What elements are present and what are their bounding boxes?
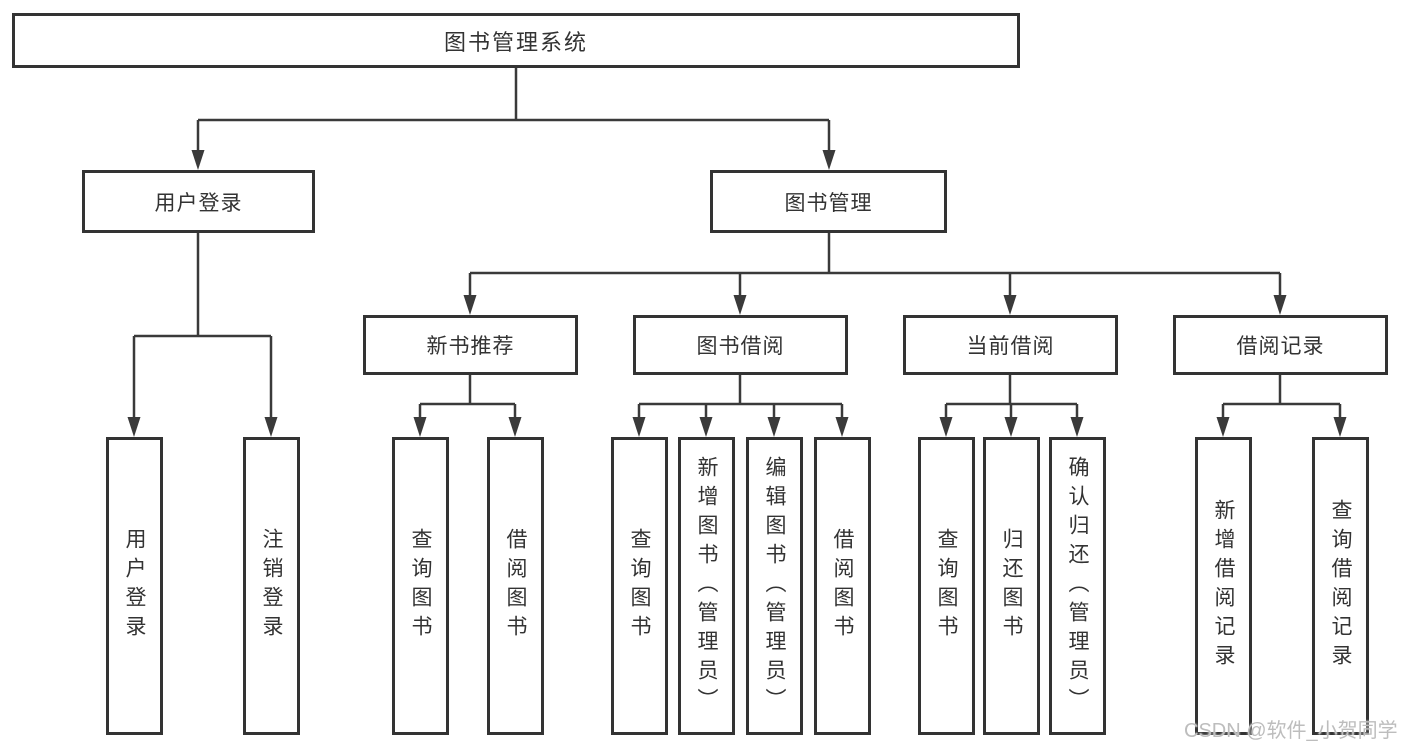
leaf-query-books-borrow: 查询图书 [611,437,668,735]
arrow-icon [191,150,205,170]
arrow-icon [632,417,646,437]
arrow-icon [1003,295,1017,315]
node-label: 查询图书 [409,528,432,644]
node-label: 借阅记录 [1236,335,1325,358]
arrow-icon [1216,417,1230,437]
arrow-icon [767,417,781,437]
arrow-icon [835,417,849,437]
csdn-watermark: CSDN @软件_小贺同学 [1184,720,1398,742]
node-book-borrow: 图书借阅 [633,315,848,375]
node-user-login: 用户登录 [82,170,315,233]
node-label: 图书借阅 [696,335,785,358]
node-label: 确认归还（管理员） [1066,455,1089,717]
arrow-icon [1273,295,1287,315]
node-current-borrow: 当前借阅 [903,315,1118,375]
arrow-icon [413,417,427,437]
leaf-return-books: 归还图书 [983,437,1040,735]
leaf-query-borrow-record: 查询借阅记录 [1312,437,1369,735]
node-borrow-records: 借阅记录 [1173,315,1388,375]
node-label: 当前借阅 [966,335,1055,358]
leaf-query-books-current: 查询图书 [918,437,975,735]
leaf-logout: 注销登录 [243,437,300,735]
arrow-icon [463,295,477,315]
node-label: 编辑图书（管理员） [763,455,786,717]
leaf-add-borrow-record: 新增借阅记录 [1195,437,1252,735]
node-label: 用户登录 [154,191,243,215]
connector-login-to-leaves [132,233,273,421]
arrow-icon [939,417,953,437]
node-label: 查询图书 [935,528,958,644]
node-label: 图书管理系统 [443,29,588,55]
arrow-icon [733,295,747,315]
connector-recommend-to-leaves [418,375,517,421]
node-label: 新书推荐 [426,335,515,358]
node-library-system: 图书管理系统 [12,13,1020,68]
node-label: 查询图书 [628,528,651,644]
leaf-borrow-books-recommend: 借阅图书 [487,437,544,735]
arrowheads [127,150,1347,437]
node-book-management: 图书管理 [710,170,947,233]
arrow-icon [127,417,141,437]
node-label: 借阅图书 [504,528,527,644]
arrow-icon [699,417,713,437]
leaf-borrow-books-borrow: 借阅图书 [814,437,871,735]
connector-borrow-to-leaves [637,375,844,421]
node-label: 查询借阅记录 [1329,499,1352,673]
arrow-icon [1333,417,1347,437]
node-label: 新增借阅记录 [1212,499,1235,673]
leaf-user-login: 用户登录 [106,437,163,735]
node-label: 借阅图书 [831,528,854,644]
leaf-add-book-admin: 新增图书（管理员） [678,437,735,735]
node-label: 注销登录 [260,528,283,644]
arrow-icon [1004,417,1018,437]
connector-current-to-leaves [944,375,1079,421]
node-label: 用户登录 [123,528,146,644]
arrow-icon [1070,417,1084,437]
arrow-icon [822,150,836,170]
connector-records-to-leaves [1221,375,1342,421]
node-label: 图书管理 [784,191,873,215]
connector-mgmt-to-level3 [468,233,1282,299]
arrow-icon [508,417,522,437]
node-label: 新增图书（管理员） [695,455,718,717]
connector-root-to-level2 [196,68,831,154]
leaf-query-books-recommend: 查询图书 [392,437,449,735]
node-new-book-recommend: 新书推荐 [363,315,578,375]
node-label: 归还图书 [1000,528,1023,644]
arrow-icon [264,417,278,437]
leaf-confirm-return-admin: 确认归还（管理员） [1049,437,1106,735]
leaf-edit-book-admin: 编辑图书（管理员） [746,437,803,735]
